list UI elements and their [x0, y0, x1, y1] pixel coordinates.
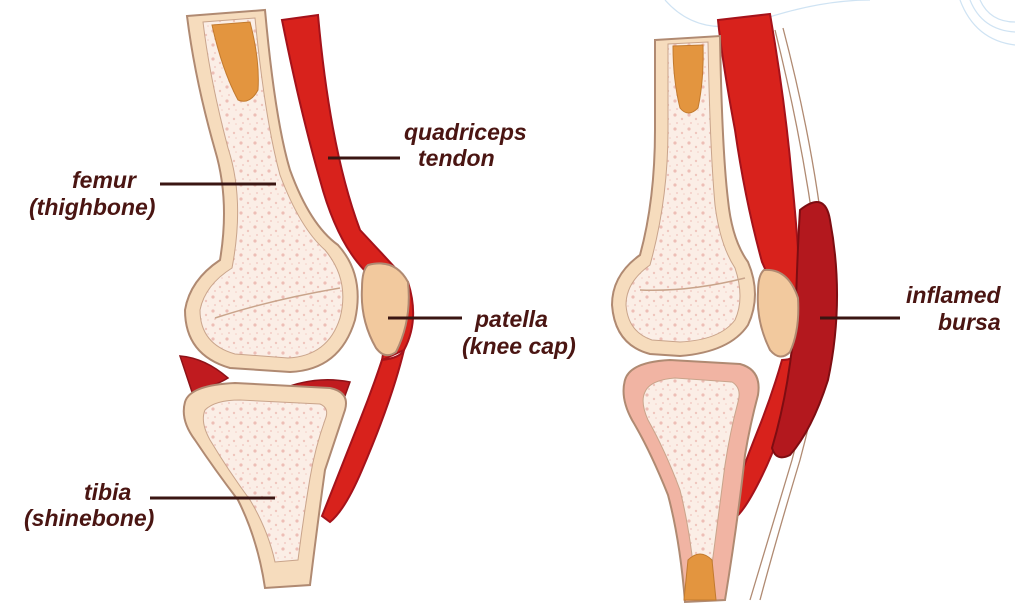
normal-knee — [180, 10, 413, 588]
quadriceps-label-line2: tendon — [418, 145, 495, 171]
tibia-label-line2: (shinebone) — [24, 505, 154, 531]
patella-label-line1: patella — [474, 306, 548, 332]
patella-bone — [362, 263, 409, 355]
tibia-label-line1: tibia — [84, 479, 131, 505]
bursa-label-line1: inflamed — [906, 282, 1002, 308]
bursa-label-line2: bursa — [938, 309, 1001, 335]
bursitis-knee — [612, 14, 837, 602]
quadriceps-label-line1: quadriceps — [404, 119, 527, 145]
tibia-yellow-marrow-right — [684, 554, 716, 600]
patella-label-line2: (knee cap) — [462, 333, 576, 359]
femur-label-line2: (thighbone) — [29, 194, 155, 220]
labels: quadriceps tendon femur (thighbone) pate… — [24, 119, 1002, 531]
femur-label-line1: femur — [72, 167, 137, 193]
